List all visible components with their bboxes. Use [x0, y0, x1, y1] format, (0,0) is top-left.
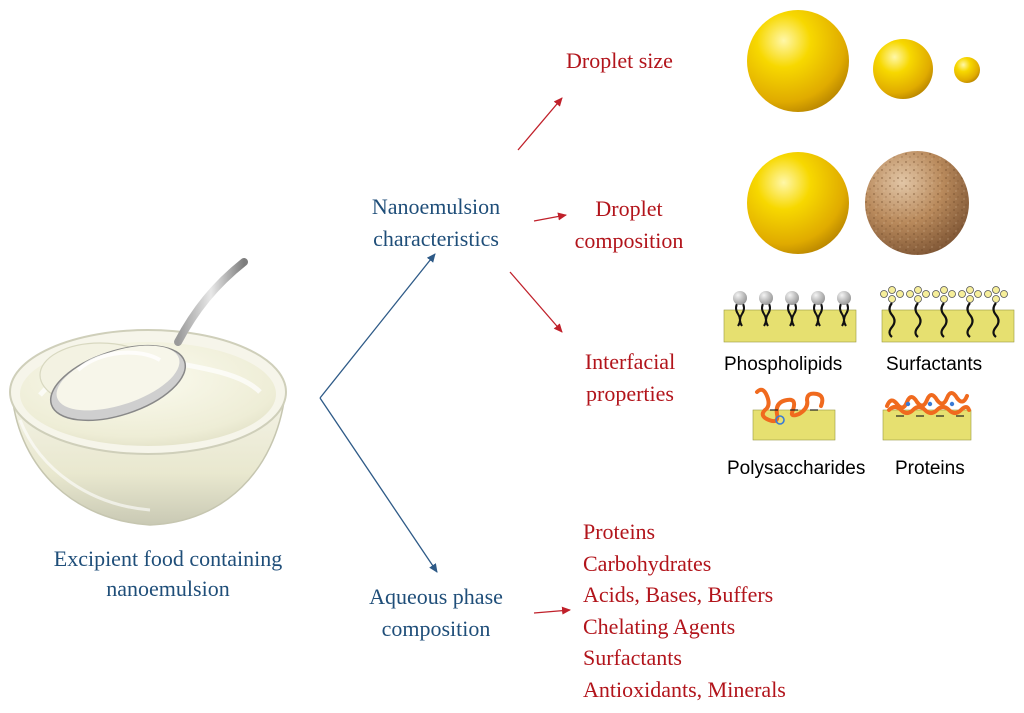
droplet-sphere-icon	[747, 10, 849, 112]
spoon-icon	[49, 258, 248, 422]
droplet-sphere-icon	[747, 152, 849, 254]
nanoemulsion-label-line-1: Nanoemulsion	[371, 194, 501, 219]
property-arrows	[509, 97, 571, 615]
arrow-to-aqueous	[319, 397, 438, 573]
droplet-composition-line-1: Droplet	[595, 196, 663, 221]
phospholipids-label: Phospholipids	[724, 354, 843, 375]
proteins-label: Proteins	[895, 458, 965, 479]
source-label: Excipient food containing nanoemulsion	[18, 544, 318, 604]
nanoemulsion-label-line-2: characteristics	[373, 226, 499, 251]
list-item: Proteins	[583, 519, 656, 544]
droplet-size-label: Droplet size	[566, 48, 673, 73]
arrow-to-droplet-size	[517, 97, 563, 151]
arrow-to-droplet-composition	[533, 212, 567, 222]
list-item: Chelating Agents	[583, 613, 736, 639]
aqueous-label-line-1: Aqueous phase	[369, 584, 503, 609]
polysaccharide-icon	[752, 387, 836, 441]
droplet-composition-line-2: composition	[574, 228, 684, 253]
surfactant-icon	[880, 286, 1015, 343]
droplet-composition-label: Droplet composition	[556, 193, 702, 257]
list-item: Carbohydrates	[583, 550, 712, 576]
source-label-line-1: Excipient food containing	[53, 546, 283, 571]
polysaccharides-label: Polysaccharides	[727, 458, 866, 479]
source-label-line-2: nanoemulsion	[106, 576, 230, 601]
surfactants-label: Surfactants	[886, 354, 983, 375]
droplet-composition-icons	[747, 151, 969, 255]
droplet-size-icons	[747, 10, 980, 112]
arrow-to-components	[533, 606, 571, 615]
aqueous-label: Aqueous phase composition	[341, 581, 531, 645]
protein-icon	[882, 391, 972, 441]
droplet-sphere-icon	[954, 57, 980, 83]
list-item: Surfactants	[583, 645, 682, 670]
interfacial-line-1: Interfacial	[584, 349, 676, 374]
branch-arrows	[319, 253, 438, 573]
aqueous-label-line-2: composition	[381, 616, 491, 641]
interfacial-line-2: properties	[586, 381, 674, 406]
droplet-sphere-icon	[873, 39, 933, 99]
aqueous-components-list: Proteins Carbohydrates Acids, Bases, Buf…	[583, 516, 786, 705]
list-item: Acids, Bases, Buffers	[583, 582, 774, 607]
list-item: Antioxidants, Minerals	[583, 676, 786, 702]
arrow-to-interfacial	[509, 271, 563, 333]
interfacial-label: Interfacial properties	[560, 346, 700, 410]
phospholipid-icon	[723, 291, 857, 343]
arrow-to-nanoemulsion	[319, 253, 436, 399]
nanoemulsion-label: Nanoemulsion characteristics	[346, 191, 526, 255]
